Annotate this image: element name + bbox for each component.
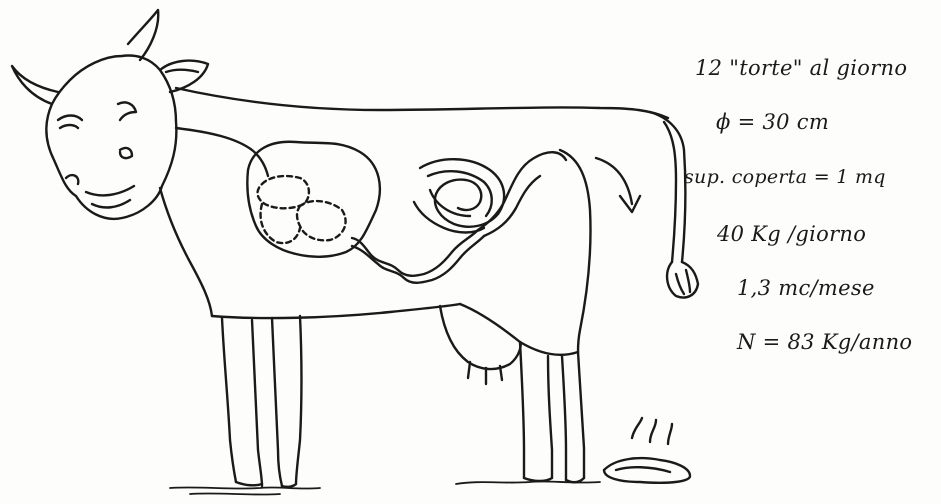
rumen-stomach [247,142,380,257]
cow-udder [440,306,521,384]
annotation-nitrogen-per-year: N = 83 Kg/anno [737,330,912,354]
annotation-mass-per-day: 40 Kg /giorno [717,222,866,246]
annotation-diameter: ϕ = 30 cm [716,110,829,134]
manure-pat [604,418,690,483]
annotation-volume-per-month: 1,3 mc/mese [737,276,875,300]
cow-legs [222,316,584,487]
intestine [352,152,566,283]
flow-arrow [596,158,640,212]
cow-body [160,88,668,355]
cow-tail [650,112,698,298]
annotation-dung-per-day: 12 "torte" al giorno [695,56,907,80]
annotation-surface-covered: sup. coperta = 1 mq [684,166,886,188]
ground-lines [170,481,600,494]
cow-head [12,10,208,219]
esophagus-line [176,128,268,176]
